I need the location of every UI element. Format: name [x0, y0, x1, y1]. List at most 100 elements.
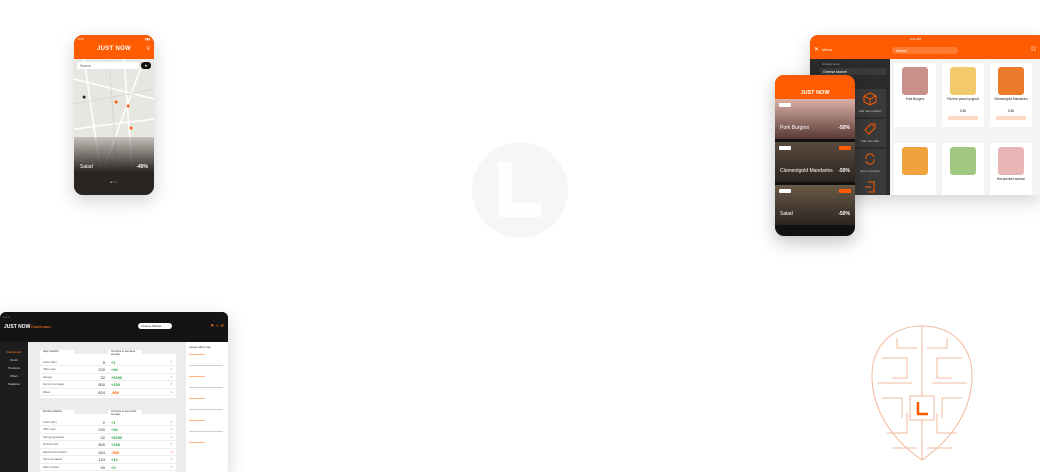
panel-title: Compare to last week average	[108, 350, 142, 356]
trend-up-icon: ✓	[170, 359, 173, 364]
app-header: JUST NOW	[775, 75, 855, 99]
product-card[interactable]: Pork Burgers	[894, 63, 936, 127]
product-card[interactable]: Fat free peach yoghurt 2.50	[942, 63, 984, 127]
trend-up-icon: ✓	[170, 427, 173, 431]
feed-entry	[189, 420, 205, 421]
product-name: Fat free peach yoghurt	[946, 97, 980, 101]
product-button[interactable]	[996, 116, 1026, 120]
store-map[interactable]: Search ➤ ● ● ● ●	[74, 59, 154, 195]
stat-value: 800	[98, 382, 105, 387]
tile-label: Add new offer	[860, 139, 880, 143]
offer-card[interactable]	[74, 137, 154, 195]
tablet-status-time: 9:41 AM	[910, 36, 922, 41]
trend-up-icon: ✓	[170, 457, 173, 461]
trend-up-icon: ✓	[170, 374, 173, 379]
product-card[interactable]: Hot-smoked salmon	[990, 143, 1032, 195]
stat-label: Items not wasted	[43, 458, 62, 461]
table-row: +12 ✓	[108, 456, 176, 464]
stat-label: Products sold	[43, 443, 59, 446]
search-input[interactable]: Search	[77, 62, 139, 69]
dashboard-logo: JUST NOW	[4, 324, 31, 330]
map-pin-icon[interactable]: ●	[114, 99, 119, 106]
nav-item-statistics[interactable]: Statistics	[7, 382, 20, 386]
nav-item-products[interactable]: Products	[8, 366, 20, 370]
offer-tag	[779, 189, 791, 193]
panel-title: Daily statistics	[40, 350, 74, 354]
stat-value: 90	[100, 464, 105, 470]
trend-down-icon: ↘	[170, 449, 173, 454]
product-card[interactable]	[894, 143, 936, 195]
trend-up-icon: ✓	[170, 367, 173, 371]
sync-tile[interactable]: Sync inventory	[854, 149, 886, 177]
circuit-brain-icon	[871, 325, 973, 461]
map-pin-icon[interactable]: ●	[82, 94, 87, 101]
map-pin-icon[interactable]: ●	[129, 125, 134, 132]
dashboard-topbar: ● ● ● JUST NOW Dashboard Cheese Market ⚑…	[0, 312, 228, 342]
nav-item-stock[interactable]: Stock	[10, 358, 18, 362]
table-row: Items in the basket 800	[40, 381, 108, 389]
toolbar-icons[interactable]: ⚑ ☺ ⚙	[210, 323, 224, 328]
add-product-tile[interactable]: Add new product	[854, 89, 886, 117]
stat-delta: +€200	[111, 374, 123, 380]
trend-up-icon: ✓	[170, 442, 173, 446]
offer-discount: -50%	[838, 211, 850, 217]
status-time: 9:41	[78, 37, 84, 41]
offer-discount: -50%	[838, 125, 850, 131]
app-logo: JUST NOW	[96, 46, 132, 52]
table-row: -350↘	[108, 448, 176, 456]
offer-item[interactable]: Clementgold Mandarins -50%	[775, 142, 855, 182]
feed-entry	[189, 398, 205, 399]
locate-button[interactable]: ➤	[141, 62, 151, 69]
tag-icon	[864, 123, 876, 135]
stat-label: Savings generated	[43, 435, 64, 439]
map-pin-icon[interactable]: ●	[126, 103, 131, 110]
product-price: 2.50	[959, 109, 967, 113]
tablet-search-input[interactable]	[892, 47, 958, 54]
app-logo: JUST NOW	[800, 90, 830, 96]
stat-label: Offers created	[43, 465, 59, 469]
trend-up-icon: ✓	[170, 419, 173, 424]
logout-tile[interactable]	[854, 177, 886, 195]
stat-label: Offers seen	[43, 368, 56, 371]
stat-value: 220	[98, 427, 105, 432]
tablet-header	[810, 43, 1040, 59]
product-name: Clementgold Mandarins	[994, 97, 1028, 101]
stat-value: 524	[98, 449, 105, 455]
panel-title: Monthly statistics	[40, 410, 74, 414]
offer-card-discount: -40%	[136, 164, 148, 170]
table-row: +1✓	[108, 418, 176, 426]
stat-delta: +12	[111, 457, 118, 462]
store-selector[interactable]: Cheese Market	[138, 323, 172, 329]
offer-item[interactable]: Pork Burgers -50%	[775, 99, 855, 139]
product-card[interactable]	[942, 143, 984, 195]
offer-item[interactable]: Salad -50%	[775, 185, 855, 225]
feed-entry	[189, 409, 223, 410]
close-icon[interactable]: ✕	[814, 47, 820, 53]
offer-tag	[779, 146, 791, 150]
offer-tag	[779, 103, 791, 107]
stat-delta: -800	[111, 389, 120, 395]
table-row: +2✓	[108, 463, 176, 471]
offer-title: Clementgold Mandarins	[780, 168, 833, 174]
table-row: -800 ↘	[108, 388, 176, 396]
product-button[interactable]	[948, 116, 978, 120]
stat-delta: +150	[111, 442, 121, 447]
feed-entry	[189, 431, 223, 432]
table-row: +150 ✓	[108, 441, 176, 449]
stat-label: Items in the basket	[43, 383, 64, 386]
section-title: Dashboard	[31, 324, 51, 329]
store-select[interactable]: Cheese Market	[820, 68, 886, 75]
nav-item-offers[interactable]: Offers	[9, 374, 19, 378]
trend-down-icon: ↘	[170, 389, 173, 394]
nav-item-dashboard[interactable]: Dashboard	[6, 350, 22, 354]
stat-delta: +40	[111, 427, 118, 432]
add-offer-tile[interactable]: Add new offer	[854, 119, 886, 147]
table-row: +€200 ✓	[108, 373, 176, 381]
cart-icon[interactable]: ⟦⟧	[1031, 46, 1036, 52]
filter-icon[interactable]: ⚲	[146, 46, 150, 52]
product-card[interactable]: Clementgold Mandarins 2.50	[990, 63, 1032, 127]
